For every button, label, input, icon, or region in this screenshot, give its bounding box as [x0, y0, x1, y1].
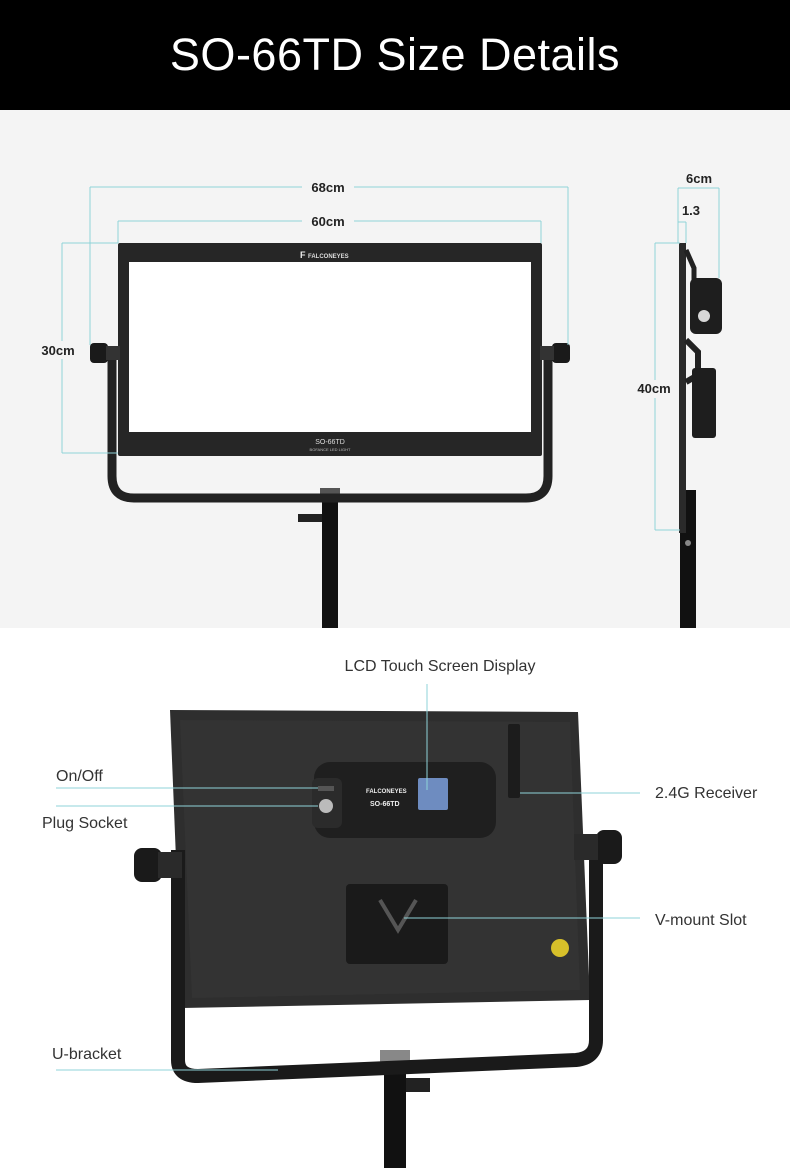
front-stand-pole — [322, 488, 338, 628]
plug-socket-callout: Plug Socket — [42, 815, 128, 832]
front-model-text: SO-66TD — [315, 439, 345, 446]
front-brand-text: FALCONEYES — [308, 254, 349, 260]
vmount-plate — [346, 884, 448, 964]
outer-width-label: 68cm — [311, 180, 344, 195]
height-label: 30cm — [41, 343, 74, 358]
side-height-label-bg — [630, 380, 678, 398]
thickness-label: 1.3 — [682, 203, 700, 218]
power-switch — [318, 786, 334, 791]
title-banner: SO-66TD Size Details — [0, 0, 790, 110]
svg-text:F: F — [300, 250, 306, 260]
height-label-bg — [34, 341, 82, 359]
receiver-callout: 2.4G Receiver — [655, 785, 758, 802]
ubracket-callout: U-bracket — [52, 1046, 122, 1063]
front-side-view-panel: F FALCONEYES SO-66TD BOFANCE LED LIGHT 6 — [0, 110, 790, 628]
plug-socket — [319, 799, 333, 813]
receiver-antenna — [508, 724, 520, 798]
front-diffuser — [129, 262, 531, 432]
side-panel-body — [679, 243, 686, 533]
front-u-bracket — [107, 352, 553, 503]
rear-model-text: SO-66TD — [370, 801, 400, 808]
front-logo: F FALCONEYES — [300, 250, 349, 260]
page-title: SO-66TD Size Details — [169, 29, 621, 80]
rear-right-knob — [574, 830, 622, 864]
side-height-label: 40cm — [637, 381, 670, 396]
on-off-callout: On/Off — [56, 768, 103, 785]
warning-label — [551, 939, 569, 957]
front-model-subtext: BOFANCE LED LIGHT — [310, 447, 351, 452]
rear-brand-text: FALCONEYES — [366, 789, 407, 795]
side-control-box — [690, 278, 722, 334]
rear-u-bracket — [171, 850, 603, 1084]
rear-stand-pole — [384, 1055, 406, 1168]
side-stand-screw — [685, 540, 691, 546]
rear-callout-lines — [56, 684, 640, 1071]
vmount-callout: V-mount Slot — [655, 912, 747, 929]
front-right-knob — [540, 343, 570, 363]
rear-left-knob — [134, 848, 182, 882]
side-dimension-lines — [654, 187, 720, 531]
front-left-knob — [90, 343, 120, 363]
vmount-slot-shape — [378, 898, 418, 934]
inner-width-label: 60cm — [311, 214, 344, 229]
front-stand-knob — [298, 514, 322, 522]
control-box — [314, 762, 496, 838]
lcd-callout: LCD Touch Screen Display — [345, 658, 536, 675]
side-control-dial — [698, 310, 710, 322]
side-battery-plate — [692, 368, 716, 438]
inner-width-label-bg — [302, 212, 354, 230]
outer-width-label-bg — [302, 178, 354, 196]
front-side-drawing: F FALCONEYES SO-66TD BOFANCE LED LIGHT 6 — [34, 171, 722, 628]
rear-drawing: FALCONEYES SO-66TD LCD Touch Screen Disp… — [42, 658, 758, 1168]
depth-label: 6cm — [686, 171, 712, 186]
lcd-screen — [418, 778, 448, 810]
rear-view-panel: FALCONEYES SO-66TD LCD Touch Screen Disp… — [0, 628, 790, 1168]
rear-stand-knob — [406, 1078, 430, 1092]
